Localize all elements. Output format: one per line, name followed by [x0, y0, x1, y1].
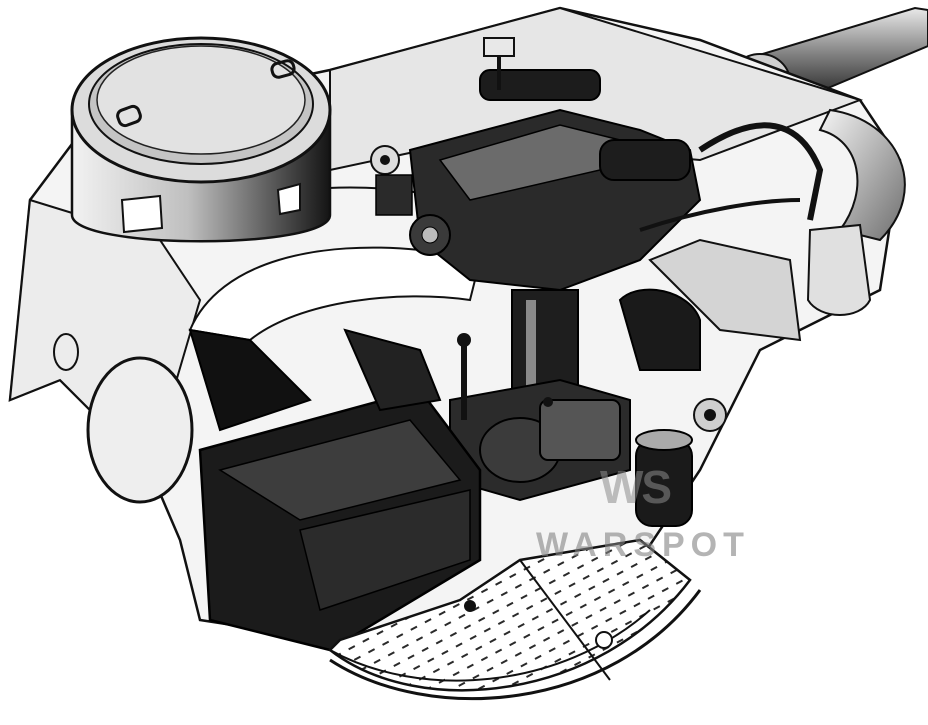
gun-breech [408, 69, 824, 371]
commander-cupola [70, 36, 332, 243]
ammunition-bin [188, 328, 482, 652]
side-hatch [53, 333, 194, 504]
gun-mantlet [818, 108, 906, 242]
periscope [370, 37, 515, 216]
turret-floor [328, 538, 702, 700]
spent-case-bag [806, 223, 872, 316]
canister [635, 398, 727, 527]
